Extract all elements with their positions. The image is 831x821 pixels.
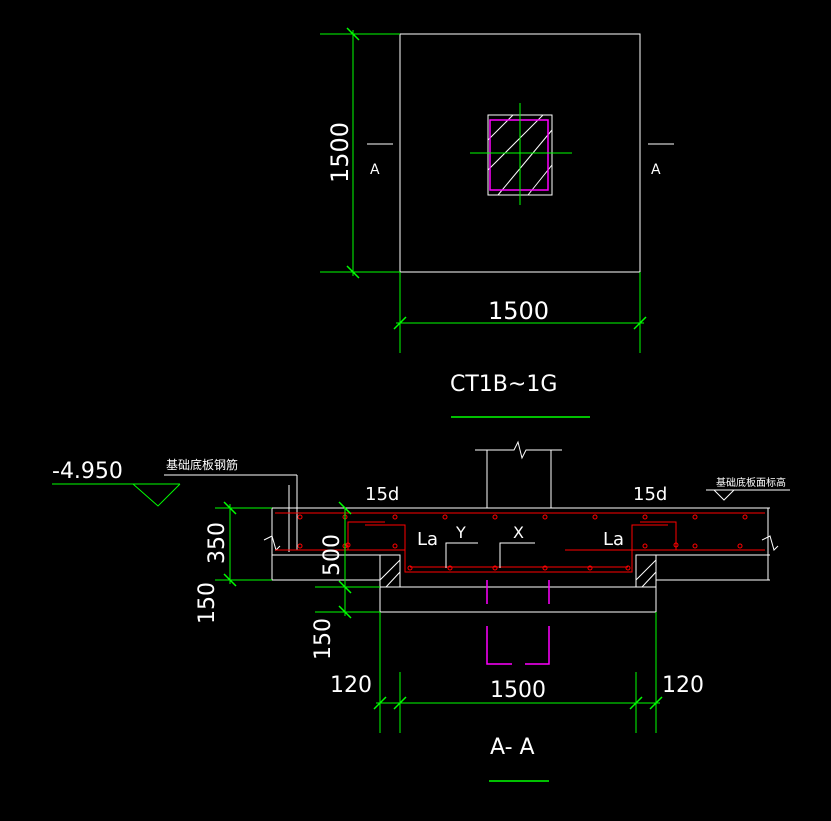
hook-left-label: 15d (365, 484, 399, 505)
dim-150-upper-label: 150 (195, 582, 220, 624)
dim-150-lower-label: 150 (311, 618, 336, 660)
dimension-500: 500 (315, 501, 380, 619)
la-left-label: La (417, 529, 438, 550)
note-rebar: 基础底板钢筋 (166, 457, 238, 472)
dimension-plan-width: 1500 (393, 272, 647, 353)
column-stub (475, 440, 562, 508)
column-rebar-section (486, 580, 550, 665)
plan-view: A A 1500 1500 CT1B~1G (320, 27, 674, 418)
column-rebar-outline (489, 119, 549, 191)
dim-120-right-label: 120 (662, 673, 704, 698)
hook-right-label: 15d (633, 484, 667, 505)
plan-title: CT1B~1G (450, 372, 557, 397)
dim-1500-label: 1500 (490, 678, 546, 703)
elevation-marker: -4.950 (52, 459, 181, 507)
y-leader (445, 542, 478, 568)
note-top-elevation: 基础底板面标高 (716, 476, 786, 489)
column-plan (470, 103, 572, 205)
rebar-pit-main (365, 524, 668, 573)
rebar-pit-inner-right (640, 521, 677, 550)
elevation-label: -4.950 (52, 459, 123, 484)
section-view: -4.950 基础底板钢筋 基础底板面标高 (52, 440, 790, 782)
x-label: X (513, 523, 524, 542)
section-title: A- A (490, 735, 535, 760)
dimension-plan-height: 1500 (320, 27, 400, 279)
rebar-lines (275, 512, 765, 573)
plan-height-label: 1500 (326, 122, 354, 183)
section-mark-right: A (651, 162, 661, 178)
dimension-bottom: 120 1500 120 (330, 612, 704, 733)
la-right-label: La (603, 529, 624, 550)
note-top-elevation-symbol (713, 489, 735, 501)
section-mark-left: A (370, 162, 380, 178)
column-hatch (487, 114, 544, 171)
rebar-pit-inner (347, 521, 385, 550)
dim-350-label: 350 (205, 522, 230, 564)
dim-500-label: 500 (320, 534, 345, 576)
foundation-outline (399, 33, 641, 273)
y-label: Y (455, 523, 466, 542)
plan-width-label: 1500 (488, 297, 549, 325)
dimension-350: 350 (205, 501, 272, 587)
column-hatch (497, 129, 553, 196)
column-hatch (487, 114, 514, 141)
x-leader (499, 542, 535, 568)
dim-120-left-label: 120 (330, 673, 372, 698)
slab-outline (263, 507, 779, 613)
